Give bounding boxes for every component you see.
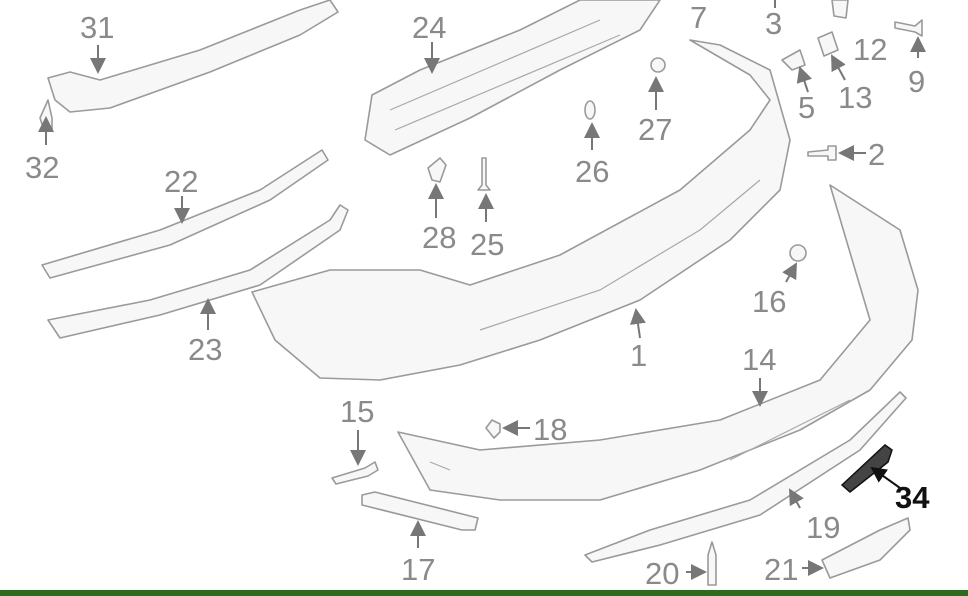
part-14-lower-valance[interactable] — [397, 184, 919, 501]
leader-arrows — [38, 0, 926, 580]
part-9-bolt[interactable] — [894, 19, 923, 37]
part-23-strip[interactable] — [47, 204, 349, 339]
part-34-bracket[interactable] — [840, 444, 893, 493]
label-19: 19 — [806, 510, 840, 545]
label-5: 5 — [798, 90, 815, 125]
label-23: 23 — [188, 332, 222, 367]
label-20: 20 — [645, 556, 679, 591]
label-28: 28 — [422, 220, 456, 255]
label-31: 31 — [80, 10, 114, 45]
part-16-grommet[interactable] — [789, 244, 807, 262]
part-13-clip[interactable] — [817, 31, 839, 57]
label-17: 17 — [401, 552, 435, 587]
label-22: 22 — [164, 164, 198, 199]
fastener-icons — [39, 0, 923, 586]
label-18: 18 — [533, 412, 567, 447]
part-26-clip[interactable] — [584, 100, 596, 120]
label-27: 27 — [638, 112, 672, 147]
label-15: 15 — [340, 394, 374, 429]
footer-bar — [0, 590, 968, 596]
label-32: 32 — [25, 150, 59, 185]
label-12: 12 — [853, 32, 887, 67]
part-25-bolt[interactable] — [477, 157, 491, 191]
label-14: 14 — [742, 342, 776, 377]
part-2-screw[interactable] — [807, 145, 837, 161]
part-5-clip[interactable] — [781, 49, 806, 71]
label-34: 34 — [895, 480, 930, 515]
part-21-reflector[interactable] — [821, 517, 911, 579]
label-9: 9 — [908, 64, 925, 99]
part-24-absorber[interactable] — [364, 0, 661, 156]
label-13: 13 — [838, 80, 872, 115]
part-27-clip[interactable] — [650, 57, 666, 73]
part-31-bracket[interactable] — [47, 0, 339, 113]
part-22-strip[interactable] — [41, 149, 329, 279]
label-7: 7 — [690, 0, 707, 35]
part-15-pin[interactable] — [331, 461, 379, 485]
part-19-trim[interactable] — [584, 391, 907, 563]
label-16: 16 — [752, 284, 786, 319]
part-17-reflector[interactable] — [361, 491, 479, 531]
part-18-screw[interactable] — [485, 419, 501, 439]
label-1: 1 — [630, 338, 647, 373]
label-3: 3 — [765, 6, 782, 41]
part-12-clip[interactable] — [831, 0, 849, 19]
part-1-bumper-cover[interactable] — [251, 39, 791, 381]
label-2: 2 — [868, 137, 885, 172]
label-25: 25 — [470, 227, 504, 262]
label-24: 24 — [412, 10, 446, 45]
part-28-clip[interactable] — [427, 157, 447, 183]
label-21: 21 — [764, 552, 798, 587]
label-26: 26 — [575, 154, 609, 189]
part-20-pin[interactable] — [707, 541, 717, 586]
